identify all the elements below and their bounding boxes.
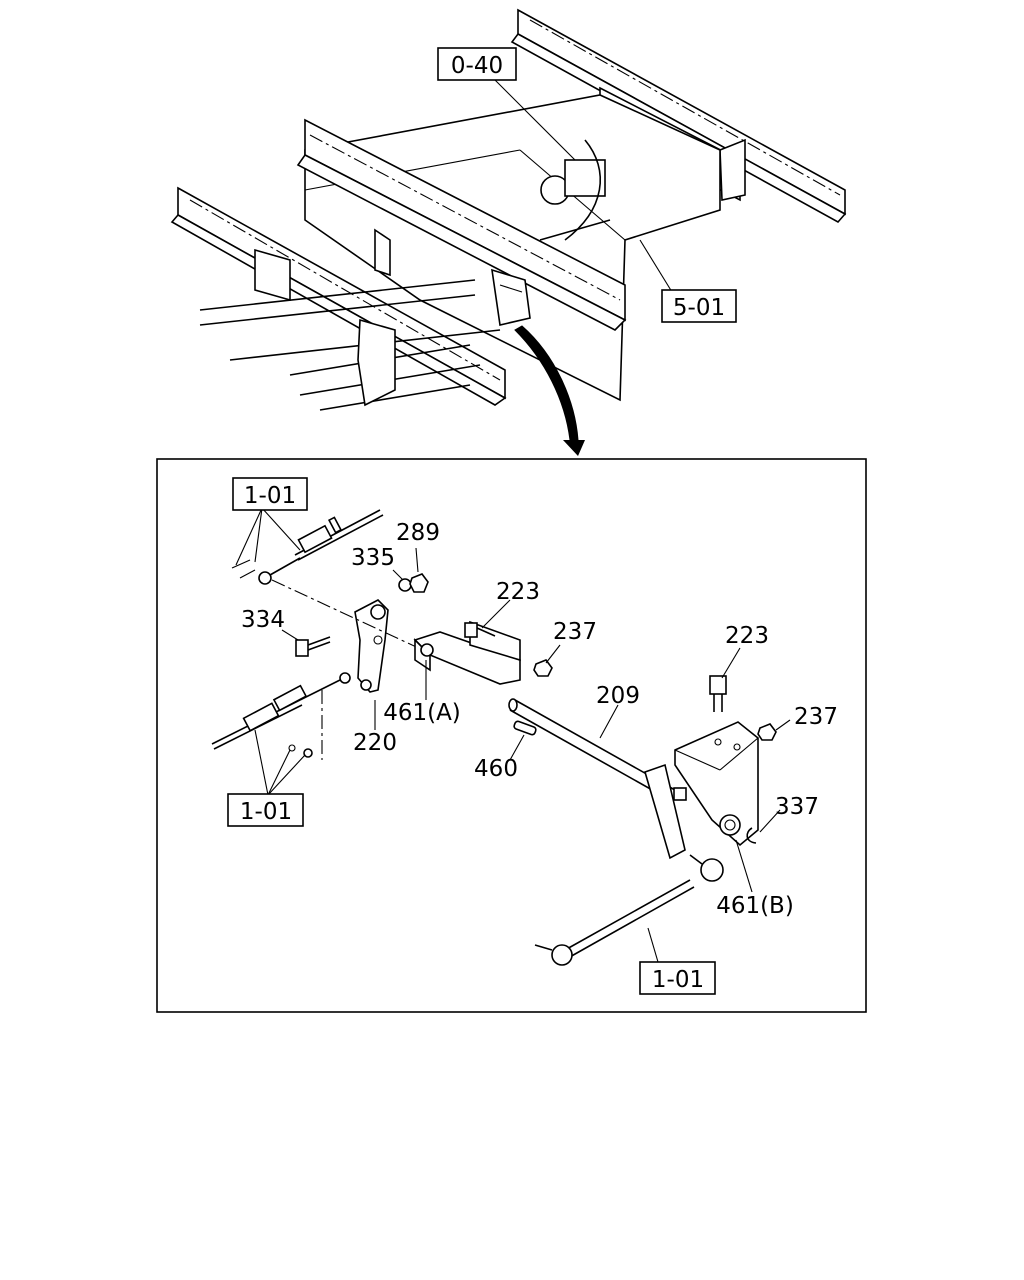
- detail-drawing: [211, 507, 777, 966]
- part-label-220: 220: [353, 730, 397, 756]
- ref-box-1-01-top: 1-01: [232, 477, 308, 511]
- part-label-461a: 461(A): [383, 700, 461, 726]
- ref-box-0-40: 0-40: [437, 47, 517, 81]
- svg-text:1-01: 1-01: [652, 967, 704, 993]
- chassis-frame: [170, 8, 847, 411]
- part-label-237-upper: 237: [553, 619, 597, 645]
- part-label-461b: 461(B): [716, 893, 794, 919]
- ref-box-5-01: 5-01: [661, 289, 737, 323]
- part-label-334: 334: [241, 607, 285, 633]
- part-labels: 289 335 334 223 237 220 461(A) 209 460 2…: [241, 520, 838, 919]
- detail-arrow: [514, 325, 585, 456]
- part-label-289: 289: [396, 520, 440, 546]
- part-label-337: 337: [775, 794, 819, 820]
- part-label-460: 460: [474, 756, 518, 782]
- part-label-209: 209: [596, 683, 640, 709]
- ref-box-1-01-mid: 1-01: [227, 793, 304, 827]
- part-label-237-lower: 237: [794, 704, 838, 730]
- svg-text:1-01: 1-01: [244, 483, 296, 509]
- svg-text:0-40: 0-40: [451, 53, 503, 79]
- part-label-223-lower: 223: [725, 623, 769, 649]
- svg-text:1-01: 1-01: [240, 799, 292, 825]
- part-label-223-upper: 223: [496, 579, 540, 605]
- leader-lines: [281, 547, 791, 963]
- detail-frame: [156, 458, 867, 1013]
- svg-text:5-01: 5-01: [673, 295, 725, 321]
- ref-box-1-01-bottom: 1-01: [639, 961, 716, 995]
- part-label-335: 335: [351, 545, 395, 571]
